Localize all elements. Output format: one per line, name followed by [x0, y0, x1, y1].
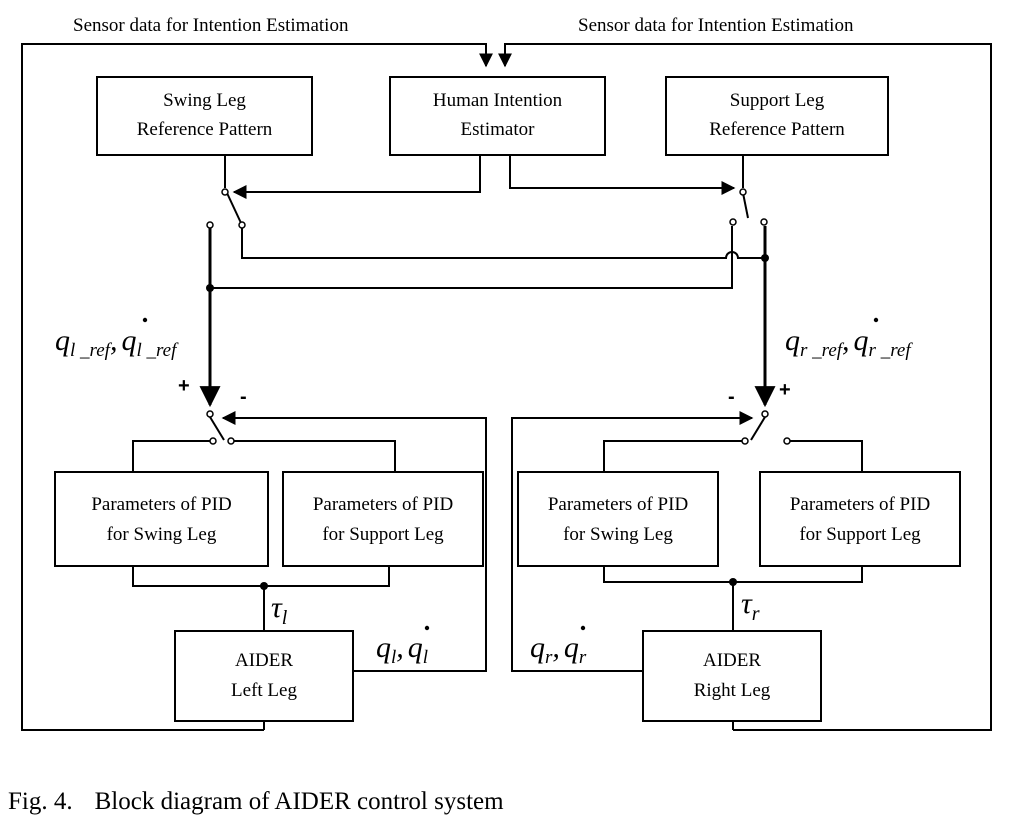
right-selector-switch: [742, 192, 749, 219]
left-state-feedback: [221, 411, 487, 672]
right-fb-dot: [580, 625, 586, 631]
aider-left-line1: AIDER: [235, 650, 293, 671]
pid-support-left-line1: Parameters of PID: [313, 494, 453, 515]
left-plus-sign: +: [178, 375, 190, 397]
right-switch-to-support-pid: [790, 440, 863, 472]
left-ref-dot: [142, 317, 148, 323]
pid-swing-right-block: [517, 471, 719, 567]
left-reference-label: ql _ref,ql _ref: [55, 324, 179, 361]
aider-left-line2: Left Leg: [231, 680, 297, 701]
left-sensor-line: [21, 43, 493, 731]
left-fb-dot: [424, 625, 430, 631]
right-gain-switch: [750, 416, 766, 441]
right-sensor-line: [498, 43, 992, 731]
human-intention-estimator-block: [389, 76, 606, 156]
caption-text: Block diagram of AIDER control system: [95, 788, 505, 815]
figure-caption: Fig. 4. Block diagram of AIDER control sy…: [8, 788, 504, 815]
aider-right-leg-block: [642, 630, 822, 722]
pid-swing-left-line2: for Swing Leg: [107, 524, 217, 545]
right-reference-label: qr _ref,qr _ref: [785, 324, 913, 361]
pid-swing-left-line1: Parameters of PID: [91, 494, 231, 515]
header-left-label: Sensor data for Intention Estimation: [73, 15, 349, 36]
right-ref-dot: [873, 317, 879, 323]
pid-support-right-line1: Parameters of PID: [790, 494, 930, 515]
pid-support-right-line2: for Support Leg: [799, 524, 921, 545]
left-selector-switch: [226, 192, 242, 224]
tau-left-label: τl: [271, 591, 288, 629]
right-cross-wire: [210, 226, 733, 289]
left-switch-to-swing-pid: [132, 440, 210, 472]
right-state-feedback: [511, 411, 754, 672]
estimator-to-right-switch: [509, 155, 736, 195]
caption-label: Fig. 4.: [8, 788, 73, 815]
aider-left-leg-block: [174, 630, 354, 722]
right-plus-sign: +: [779, 379, 791, 401]
support-ref-line2: Reference Pattern: [709, 119, 845, 140]
swing-ref-line1: Swing Leg: [163, 90, 246, 111]
pid-support-left-block: [282, 471, 484, 567]
intention-line1: Human Intention: [433, 90, 563, 111]
support-ref-line1: Support Leg: [730, 90, 825, 111]
pid-support-left-line2: for Support Leg: [322, 524, 444, 545]
right-minus-sign: -: [728, 386, 735, 408]
swing-ref-line2: Reference Pattern: [137, 119, 273, 140]
pid-swing-right-line1: Parameters of PID: [548, 494, 688, 515]
left-switch-to-support-pid: [234, 440, 396, 472]
support-leg-reference-block: [665, 76, 889, 156]
right-feedback-label: qr,qr: [530, 631, 587, 668]
aider-right-line1: AIDER: [703, 650, 761, 671]
swing-leg-reference-block: [96, 76, 313, 156]
intention-line2: Estimator: [461, 119, 536, 140]
left-minus-sign: -: [240, 386, 247, 408]
pid-support-right-block: [759, 471, 961, 567]
aider-right-line2: Right Leg: [694, 680, 771, 701]
tau-right-label: τr: [741, 587, 760, 625]
pid-swing-right-line2: for Swing Leg: [563, 524, 673, 545]
pid-swing-left-block: [54, 471, 269, 567]
left-pid-merge: [132, 566, 390, 587]
estimator-to-left-switch: [232, 155, 481, 199]
right-switch-to-swing-pid: [603, 440, 742, 472]
left-feedback-label: ql,ql: [376, 631, 428, 668]
header-right-label: Sensor data for Intention Estimation: [578, 15, 854, 36]
left-gain-switch: [209, 416, 225, 441]
left-cross-wire: [241, 228, 765, 259]
